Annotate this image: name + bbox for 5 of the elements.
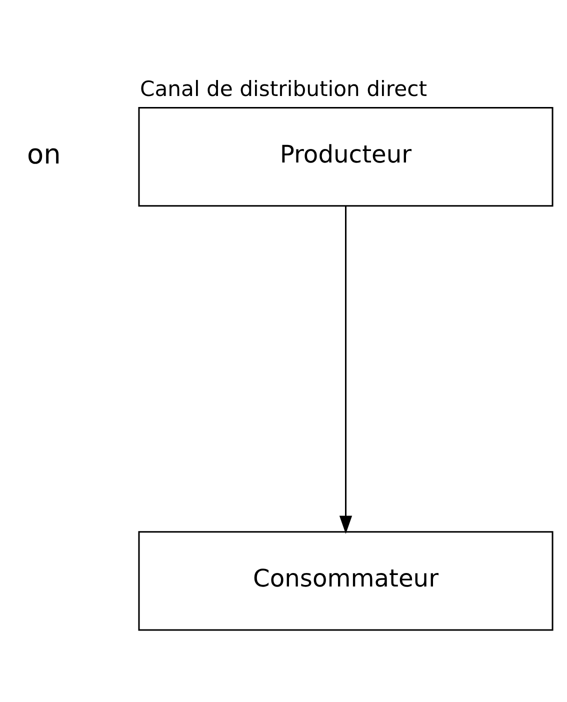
arrow xyxy=(339,206,352,534)
diagram-title: Canal de distribution direct xyxy=(140,75,428,100)
node-box: Consommateur xyxy=(138,530,554,630)
node-box: Producteur xyxy=(138,106,554,206)
label: on xyxy=(26,138,61,170)
